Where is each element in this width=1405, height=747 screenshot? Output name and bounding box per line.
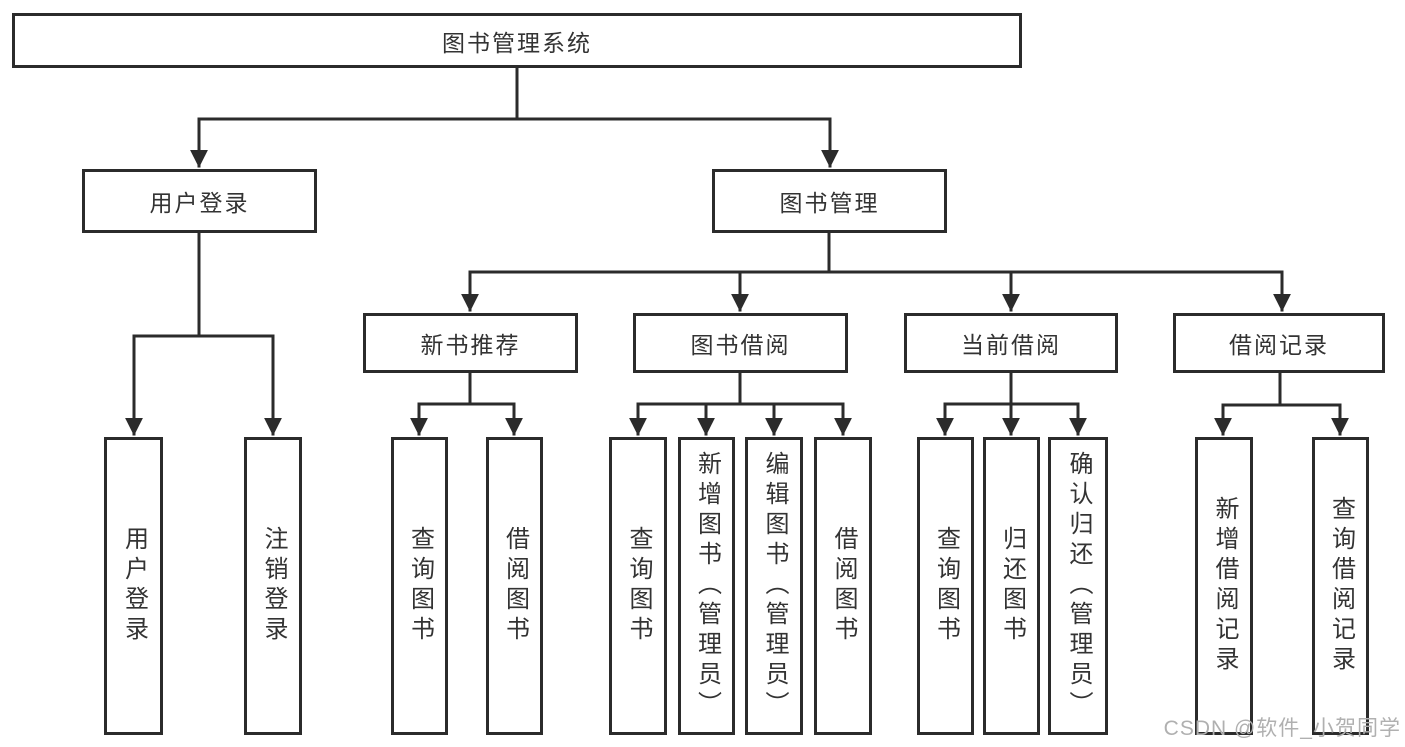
- leaf-user-login: 用户登录: [104, 437, 163, 735]
- node-user-login: 用户登录: [82, 169, 317, 233]
- node-label: 归还图书: [998, 526, 1026, 646]
- leaf-add-books-admin: 新增图书（管理员）: [678, 437, 735, 735]
- node-label: 用户登录: [149, 190, 250, 216]
- leaf-edit-books-admin: 编辑图书（管理员）: [745, 437, 803, 735]
- leaf-logout: 注销登录: [244, 437, 302, 735]
- node-label: 借阅记录: [1229, 332, 1329, 358]
- leaf-query-books-borrowing: 查询图书: [609, 437, 667, 735]
- node-label: 查询图书: [932, 526, 960, 646]
- leaf-add-borrow-record: 新增借阅记录: [1195, 437, 1253, 735]
- node-label: 查询借阅记录: [1327, 496, 1355, 676]
- node-label: 借阅图书: [830, 526, 857, 646]
- node-library-management-system: 图书管理系统: [12, 13, 1022, 68]
- leaf-query-books-current: 查询图书: [917, 437, 974, 735]
- node-label: 图书管理系统: [442, 29, 592, 56]
- node-book-management: 图书管理: [712, 169, 947, 233]
- node-label: 注销登录: [260, 526, 287, 646]
- node-label: 查询图书: [625, 526, 652, 646]
- node-new-book-recommendation: 新书推荐: [363, 313, 578, 373]
- node-label: 编辑图书（管理员）: [761, 451, 788, 721]
- leaf-query-borrow-record: 查询借阅记录: [1312, 437, 1369, 735]
- node-book-borrowing: 图书借阅: [633, 313, 848, 373]
- node-label: 用户登录: [120, 526, 148, 646]
- node-label: 新书推荐: [420, 332, 521, 358]
- leaf-confirm-return-admin: 确认归还（管理员）: [1048, 437, 1108, 735]
- node-label: 当前借阅: [961, 332, 1061, 358]
- leaf-borrow-books: 借阅图书: [814, 437, 872, 735]
- leaf-return-books: 归还图书: [983, 437, 1040, 735]
- node-label: 新增借阅记录: [1211, 496, 1238, 676]
- node-label: 新增图书（管理员）: [693, 451, 721, 721]
- node-label: 确认归还（管理员）: [1065, 451, 1092, 721]
- node-label: 借阅图书: [501, 526, 529, 646]
- leaf-borrow-books-recommend: 借阅图书: [486, 437, 543, 735]
- node-label: 图书管理: [779, 190, 880, 216]
- watermark: CSDN @软件_小贺同学: [1163, 717, 1401, 740]
- leaf-query-books-recommend: 查询图书: [391, 437, 448, 735]
- node-borrowing-records: 借阅记录: [1173, 313, 1385, 373]
- node-label: 图书借阅: [690, 332, 791, 358]
- node-label: 查询图书: [406, 526, 434, 646]
- node-current-borrowing: 当前借阅: [904, 313, 1118, 373]
